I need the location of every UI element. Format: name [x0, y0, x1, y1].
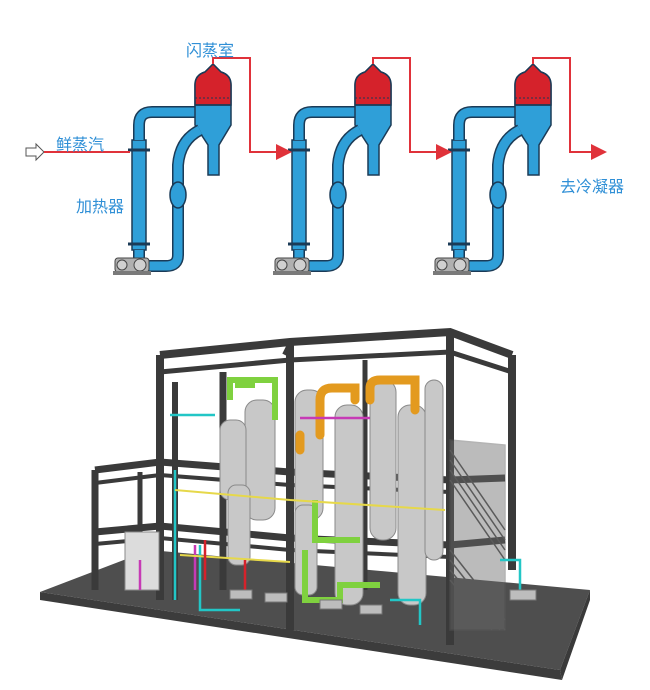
vapor-line-2-3 — [372, 57, 452, 160]
staircase — [449, 439, 506, 631]
stage-2 — [273, 64, 391, 275]
to-condenser-label: 去冷凝器 — [560, 177, 625, 196]
fresh-steam-label: 鲜蒸汽 — [56, 135, 105, 154]
flash-chamber-label: 闪蒸室 — [186, 41, 235, 60]
floor-pumps — [229, 589, 537, 615]
stage-1 — [113, 64, 231, 275]
red-pipes — [203, 540, 247, 595]
vapor-line-1-2 — [212, 57, 292, 160]
plant-3d-model — [40, 327, 590, 680]
cyan-pipes — [170, 413, 522, 625]
heater-label: 加热器 — [76, 197, 125, 216]
yellow-pipes — [174, 489, 446, 563]
magenta-pipes — [138, 416, 370, 590]
flash-evaporator-flow-diagram — [25, 57, 607, 300]
vapor-line-to-condenser — [532, 57, 607, 160]
stage-3 — [433, 64, 551, 275]
orange-vapor-pipes — [295, 375, 420, 455]
fresh-steam-inlet-arrow — [25, 142, 130, 162]
